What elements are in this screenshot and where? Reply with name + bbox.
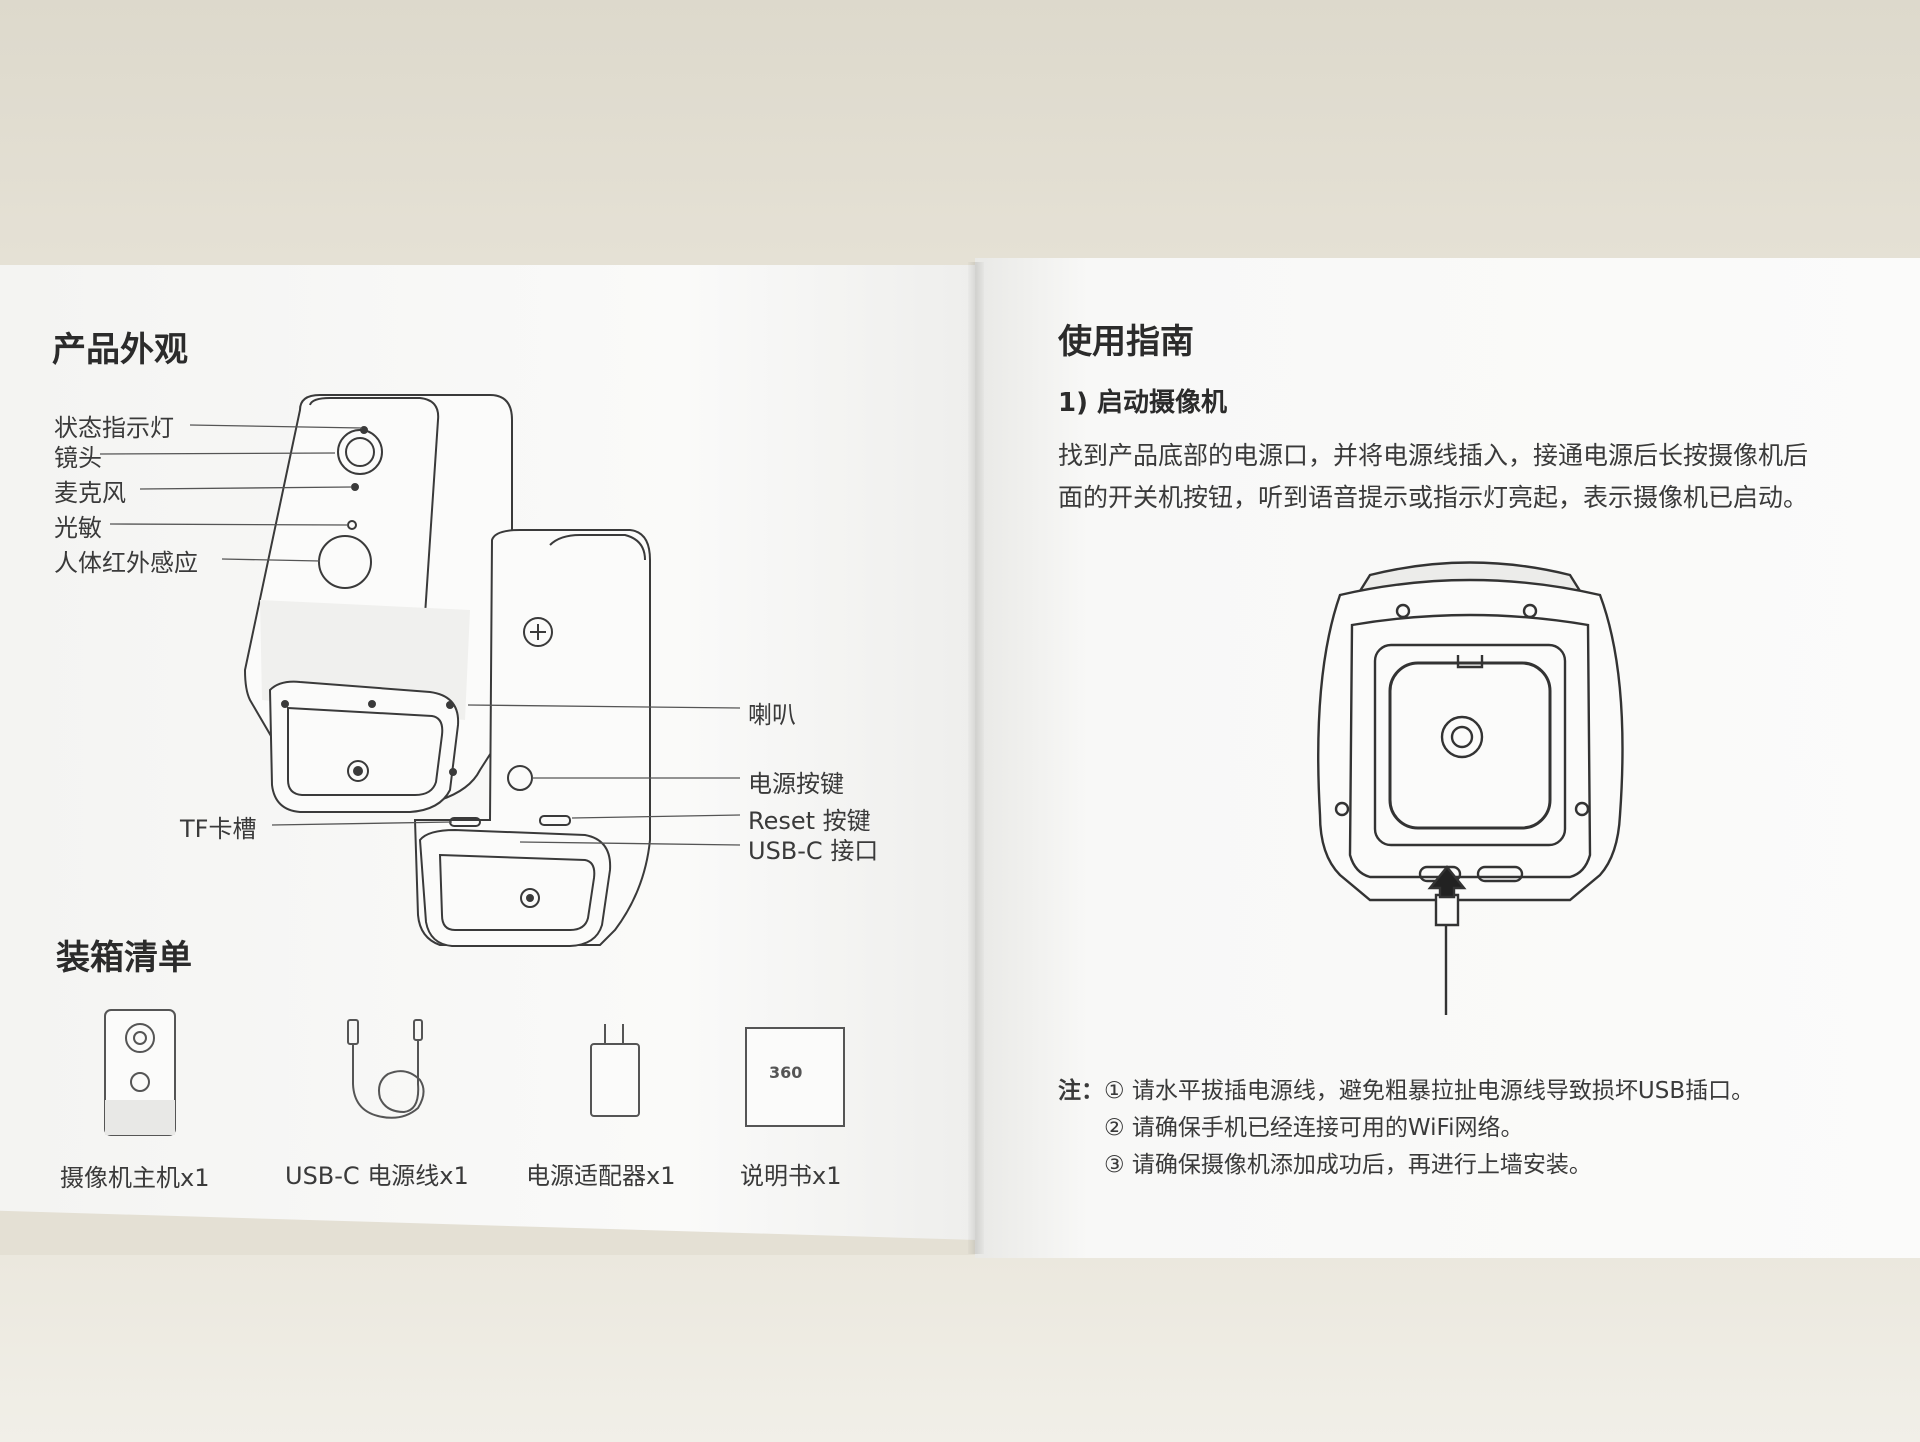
callout-pir-sensor: 人体红外感应 [54,549,198,577]
callout-status-light: 状态指示灯 [54,414,174,442]
callout-tf-slot: TF卡槽 [180,815,257,843]
box-title: 装箱清单 [56,938,192,978]
table-surface-bottom [0,1255,1920,1442]
guide-title: 使用指南 [1058,322,1194,362]
adapter-icon [585,1020,645,1120]
box-item-camera: 摄像机主机x1 [60,1164,210,1192]
camera-icon [100,1005,180,1140]
step1-line1: 找到产品底部的电源口，并将电源线插入，接通电源后长按摄像机后 [1058,441,1809,470]
step1-title: 1) 启动摄像机 [1058,388,1228,418]
callout-speaker: 喇叭 [748,701,796,729]
callout-microphone: 麦克风 [54,479,126,507]
callout-reset-button: Reset 按键 [748,807,871,835]
box-item-manual: 说明书x1 [740,1162,842,1190]
note-1: ① 请水平拔插电源线，避免粗暴拉扯电源线导致损坏USB插口。 [1104,1078,1755,1104]
box-item-cable: USB-C 电源线x1 [285,1162,469,1190]
box-item-adapter: 电源适配器x1 [526,1162,676,1190]
step1-line2: 面的开关机按钮，听到语音提示或指示灯亮起，表示摄像机已启动。 [1058,483,1809,512]
callout-lens: 镜头 [54,444,102,472]
callout-usbc-port: USB-C 接口 [748,837,879,865]
manual-logo: 360 [769,1063,803,1082]
note-2: ② 请确保手机已经连接可用的WiFi网络。 [1104,1115,1524,1141]
camera-appearance-illustration [0,0,960,1000]
callout-power-button: 电源按键 [748,770,844,798]
book-gutter [968,262,984,1254]
manual-icon: 360 [745,1027,845,1127]
appearance-title: 产品外观 [52,330,188,370]
camera-bottom-illustration [1300,555,1640,1025]
notes-label: 注： [1058,1078,1104,1104]
callout-light-sensor: 光敏 [54,514,102,542]
cable-icon [342,1012,432,1132]
table-surface-top [0,0,1920,290]
note-3: ③ 请确保摄像机添加成功后，再进行上墙安装。 [1104,1152,1592,1178]
